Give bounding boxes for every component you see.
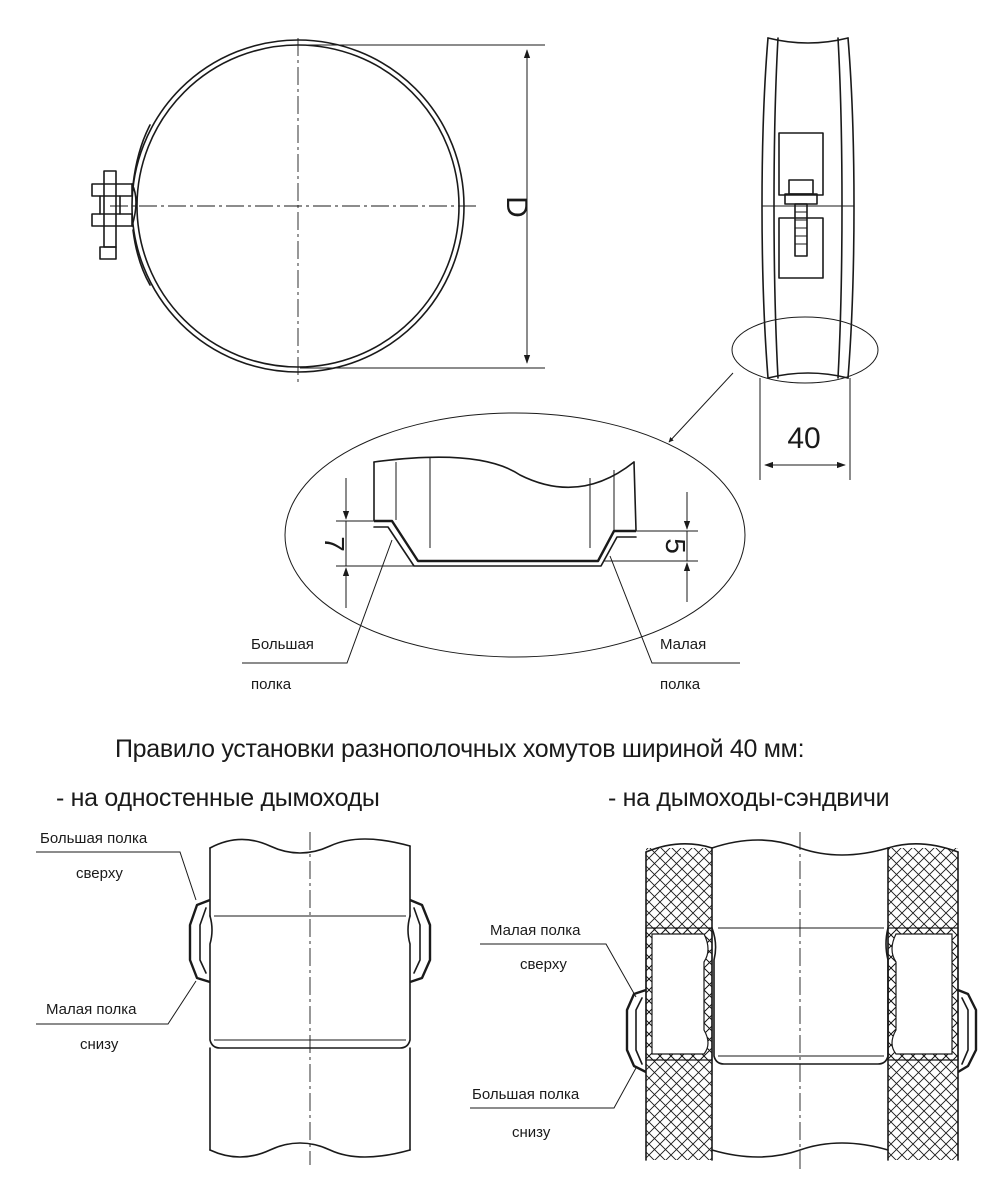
diameter-label: D: [500, 196, 533, 218]
sandwich-chimney-drawing: [470, 832, 978, 1170]
sandwich-bottom-label-line2: снизу: [512, 1124, 551, 1141]
small-flange-label-line1: Малая: [660, 636, 707, 653]
detail-callout-arrow: [668, 372, 734, 443]
band-cross-section-detail: 7 5: [242, 412, 746, 664]
single-wall-chimney-drawing: [36, 832, 432, 1165]
sandwich-top-label-line2: сверху: [520, 956, 567, 973]
clamp-side-view: 40: [731, 37, 879, 480]
single-wall-heading: - на одностенные дымоходы: [56, 784, 380, 812]
large-flange-dimension: 7: [319, 536, 350, 552]
single-wall-top-label-line1: Большая полка: [40, 830, 148, 847]
sandwich-top-label-line1: Малая полка: [490, 922, 581, 939]
width-dimension-label: 40: [787, 422, 820, 455]
single-wall-bottom-label-line2: снизу: [80, 1036, 119, 1053]
small-flange-dimension: 5: [660, 538, 691, 554]
clamp-front-view: D: [91, 38, 545, 385]
single-wall-bottom-label-line1: Малая полка: [46, 1001, 137, 1018]
small-flange-label-line2: полка: [660, 676, 701, 693]
sandwich-bottom-label-line1: Большая полка: [472, 1086, 580, 1103]
large-flange-label-line2: полка: [251, 676, 292, 693]
installation-rule-title: Правило установки разнополочных хомутов …: [115, 735, 805, 763]
large-flange-label-line1: Большая: [251, 636, 314, 653]
single-wall-top-label-line2: сверху: [76, 865, 123, 882]
sandwich-heading: - на дымоходы-сэндвичи: [608, 784, 890, 812]
